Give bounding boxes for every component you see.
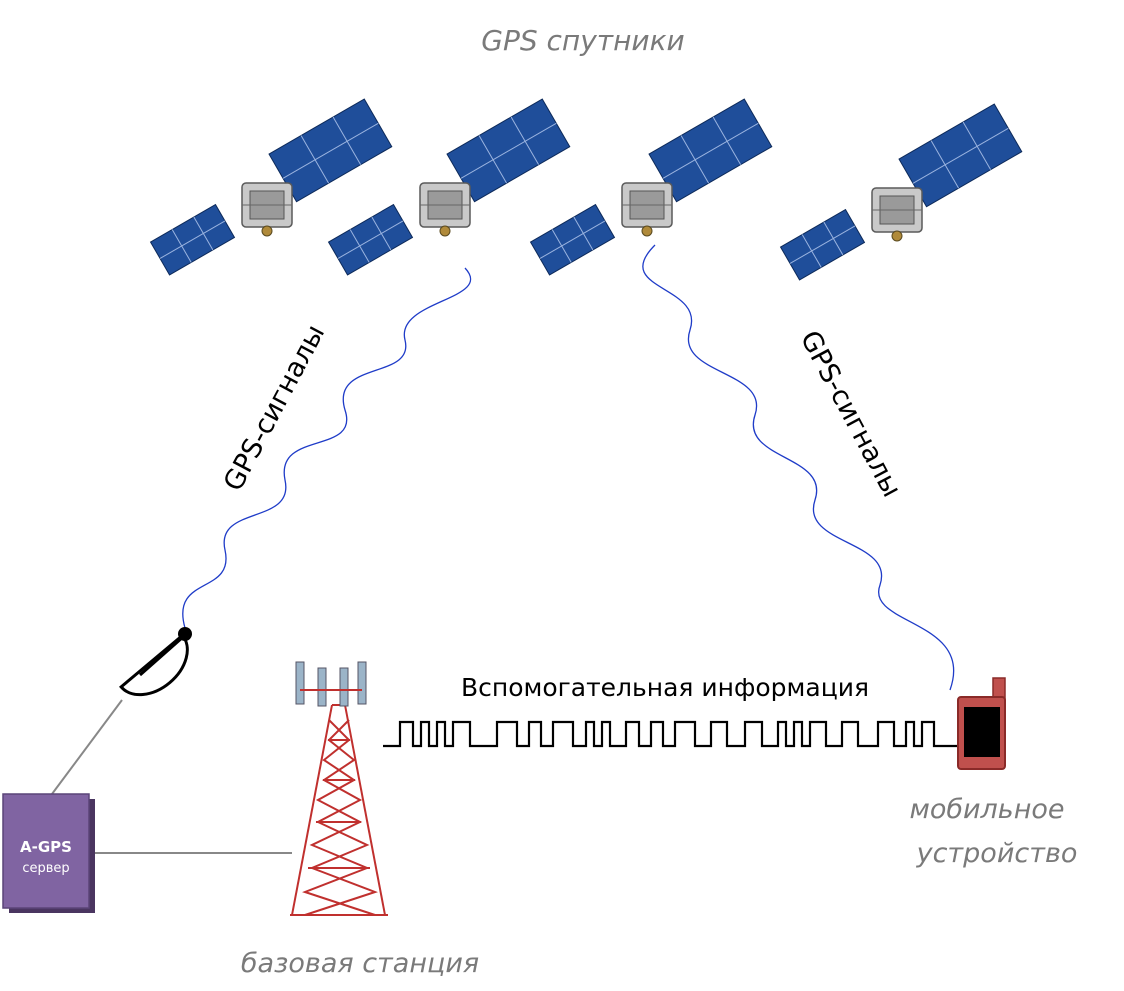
server-box-icon bbox=[2, 793, 95, 913]
satellite-icon bbox=[779, 103, 1023, 281]
mobile-phone-icon bbox=[957, 677, 1006, 770]
gps-signal-wave-right bbox=[642, 244, 955, 691]
server-title: A-GPS bbox=[20, 838, 72, 856]
server-subtitle: сервер bbox=[22, 861, 69, 876]
server-dish-link bbox=[51, 699, 123, 795]
dish-antenna-icon bbox=[119, 627, 192, 697]
assist-info-label: Вспомогательная информация bbox=[461, 673, 869, 702]
gps-signals-label-left: GPS-сигналы bbox=[218, 320, 331, 497]
satellites-label: GPS спутники bbox=[481, 24, 684, 57]
mobile-device-label-line2: устройство bbox=[916, 838, 1078, 869]
mobile-device-label-line1: мобильное bbox=[909, 794, 1064, 825]
base-station-label: базовая станция bbox=[241, 948, 479, 979]
gps-signal-wave-left bbox=[182, 267, 472, 629]
cell-tower-icon bbox=[290, 661, 388, 916]
assist-data-square-wave bbox=[383, 720, 960, 748]
